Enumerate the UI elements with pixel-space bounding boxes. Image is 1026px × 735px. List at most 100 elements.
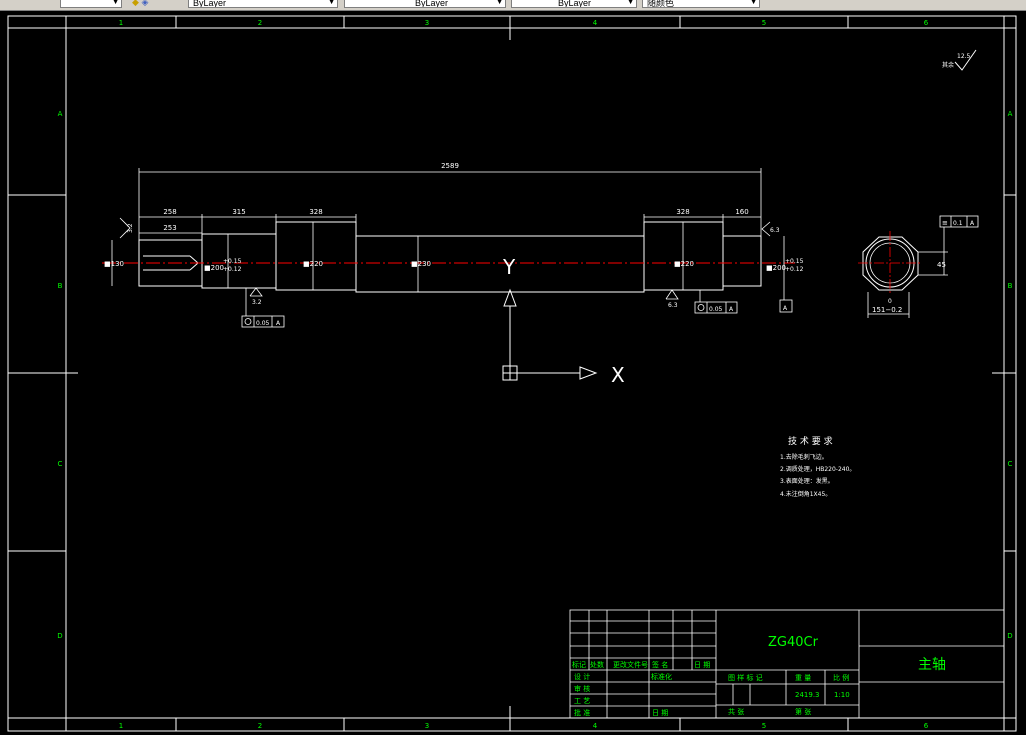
cross-section-view: 0 151−0.2 45 ≡ 0.1 A (858, 215, 979, 318)
zone-col-label: 1 (119, 722, 123, 730)
tb-process: 工 艺 (574, 697, 590, 705)
tol-right-lower: +0.12 (785, 266, 804, 273)
tb-stage-mark: 图 样 标 记 (728, 673, 763, 682)
zone-col-label: 2 (258, 19, 262, 27)
zone-row-label: A (58, 110, 63, 118)
symmetry-tolerance: 0.1 (953, 220, 963, 227)
chevron-down-icon: ▼ (750, 0, 757, 6)
tb-scale: 比 例 (833, 673, 849, 682)
dim-315: 315 (232, 208, 245, 216)
shaft-outline (138, 221, 762, 293)
roughness-label: 其余 (942, 61, 954, 69)
tb-doc: 更改文件号 (613, 660, 648, 669)
zone-col-label: 3 (425, 722, 429, 730)
dia-230: ■230 (411, 260, 431, 268)
zone-col-label: 6 (924, 19, 929, 27)
tech-req-item: 2.调质处理，HB220-240。 (780, 465, 855, 473)
ucs-y-label: Y (502, 255, 516, 279)
section-dim-width-upper: 0 (888, 298, 892, 305)
dia-220-right: ■220 (674, 260, 694, 268)
tb-review: 审 核 (574, 684, 590, 693)
layer-states-icon[interactable]: ◈ (141, 0, 149, 7)
tb-date-2: 日 期 (652, 709, 668, 717)
chevron-down-icon: ▼ (627, 0, 634, 6)
dim-328-right: 328 (676, 208, 689, 216)
zone-row-label: B (58, 282, 63, 290)
tb-sheet-no: 第 张 (795, 707, 811, 716)
symmetry-icon: ≡ (942, 219, 948, 227)
tolerance-value: 0.05 (709, 306, 723, 313)
material-name: ZG40Cr (768, 635, 819, 650)
zone-col-label: 2 (258, 722, 262, 730)
tolerance-value: 0.05 (256, 320, 270, 327)
datum-letter: A (783, 305, 788, 312)
dia-130: ■130 (104, 260, 124, 268)
tech-req-item: 4.未注倒角1X45。 (780, 490, 831, 498)
roughness-left: 3.2 (127, 223, 134, 233)
lineweight-value: ByLayer (558, 0, 592, 8)
ucs-x-label: X (611, 363, 625, 387)
roughness-mid-2: 6.3 (668, 302, 678, 309)
tolerance-frame-right: 0.05 A (694, 290, 738, 314)
ucs-icon (502, 288, 598, 381)
dim-253: 253 (163, 224, 176, 232)
zone-col-label: 5 (762, 19, 766, 27)
drawing-canvas[interactable]: 1 2 3 4 5 6 1 2 3 4 5 6 A B C D A B C D … (0, 10, 1026, 735)
part-name: 主轴 (918, 657, 946, 673)
title-block-text: ZG40Cr 主轴 标记 处数 更改文件号 签 名 日 期 设 计 标准化 审 … (572, 635, 946, 717)
runout-icon (697, 304, 705, 311)
color-select[interactable]: 随颜色 ▼ (642, 0, 760, 8)
runout-icon (244, 318, 252, 325)
tb-weight-value: 2419.3 (795, 691, 820, 699)
dim-328-left: 328 (309, 208, 322, 216)
zone-row-label: C (1008, 460, 1013, 468)
technical-requirements: 技 术 要 求 1.去除毛刺飞边。 2.调质处理，HB220-240。 3.表面… (780, 435, 855, 498)
diameter-texts: ■130 ■200 +0.15 +0.12 ■220 ■230 ■220 ■20… (104, 258, 804, 273)
zone-col-label: 5 (762, 722, 766, 730)
tb-design: 设 计 (574, 672, 590, 681)
tolerance-datum: A (276, 320, 281, 327)
tb-scale-value: 1:10 (834, 691, 850, 699)
tol-right-upper: +0.15 (785, 258, 804, 265)
linetype-value: ByLayer (415, 0, 449, 8)
symmetry-datum: A (970, 220, 975, 227)
color-value: 随颜色 (647, 0, 675, 8)
linetype-select-2[interactable]: ByLayer▼ (344, 0, 506, 8)
tech-req-title: 技 术 要 求 (788, 435, 833, 447)
tb-sign: 签 名 (652, 660, 668, 669)
title-block (569, 609, 1005, 719)
dim-258: 258 (163, 208, 176, 216)
zone-col-label: 4 (593, 722, 598, 730)
section-dim-width: 151−0.2 (872, 306, 902, 314)
linetype-value: ByLayer (193, 0, 227, 8)
datum-a: A (779, 299, 793, 313)
dia-200-left: ■200 (204, 264, 224, 272)
zone-row-label: B (1008, 282, 1013, 290)
zone-row-label: D (57, 632, 62, 640)
roughness-mid-1: 3.2 (252, 299, 262, 306)
zone-row-label: D (1007, 632, 1012, 640)
tb-approve: 批 准 (574, 708, 590, 717)
tb-count: 处数 (590, 660, 604, 669)
chevron-down-icon: ▼ (112, 0, 119, 6)
layer-dropdown[interactable]: ▼ (60, 0, 122, 8)
chevron-down-icon: ▼ (328, 0, 335, 6)
roughness-right: 6.3 (770, 227, 780, 234)
zone-col-label: 6 (924, 722, 929, 730)
section-dim-height: 45 (937, 261, 946, 269)
tb-weight: 重 量 (795, 674, 811, 682)
tech-req-item: 3.表面处理：发黑。 (780, 477, 834, 485)
roughness-values: 3.2 3.2 6.3 6.3 (127, 223, 780, 309)
tolerance-frame-left: 0.05 A (241, 288, 285, 328)
roughness-value: 12.5 (957, 53, 971, 60)
tol-left-lower: +0.12 (223, 266, 242, 273)
zone-labels: 1 2 3 4 5 6 1 2 3 4 5 6 A B C D A B C D (57, 19, 1012, 730)
dimension-texts: 2589 258 253 315 328 328 160 (163, 162, 748, 232)
layer-icon[interactable]: ◆ (132, 0, 139, 7)
dim-160: 160 (735, 208, 748, 216)
tolerance-datum: A (729, 306, 734, 313)
drawing-frame (7, 15, 1017, 732)
tb-sheets: 共 张 (728, 707, 744, 716)
linetype-select-1[interactable]: ByLayer ▼ (188, 0, 338, 8)
lineweight-select[interactable]: ByLayer ▼ (511, 0, 637, 8)
